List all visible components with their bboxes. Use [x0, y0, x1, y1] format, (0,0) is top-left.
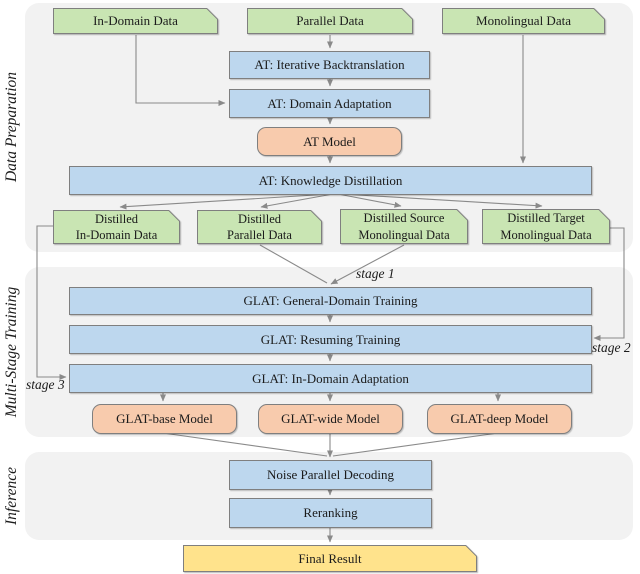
node-label: Noise Parallel Decoding: [266, 467, 395, 483]
node-label: GLAT-deep Model: [450, 411, 549, 427]
node-label: AT: Domain Adaptation: [267, 95, 392, 111]
node-distilled-target-monolingual-data: Distilled Target Monolingual Data: [482, 209, 610, 244]
node-label: Distilled In-Domain Data: [75, 211, 158, 242]
node-glat-wide-model: GLAT-wide Model: [258, 404, 403, 434]
node-label: Monolingual Data: [476, 13, 571, 29]
section-label-data-preparation: Data Preparation: [3, 71, 20, 183]
node-label: AT: Knowledge Distillation: [258, 172, 403, 188]
node-label: Distilled Parallel Data: [227, 211, 292, 242]
node-reranking: Reranking: [229, 498, 432, 528]
section-label-inference: Inference: [3, 467, 20, 525]
node-at-iterative-backtranslation: AT: Iterative Backtranslation: [229, 51, 430, 79]
node-label: AT Model: [303, 133, 356, 149]
node-label: AT: Iterative Backtranslation: [254, 57, 405, 73]
node-at-model: AT Model: [257, 127, 402, 156]
notched-box-shape: [53, 210, 180, 244]
node-glat-in-domain-adaptation: GLAT: In-Domain Adaptation: [69, 364, 592, 393]
section-label-multi-stage-training: Multi-Stage Training: [3, 286, 20, 418]
node-label: GLAT: Resuming Training: [260, 331, 401, 347]
node-distilled-parallel-data: Distilled Parallel Data: [197, 210, 322, 244]
node-distilled-in-domain-data: Distilled In-Domain Data: [53, 210, 180, 244]
node-in-domain-data: In-Domain Data: [53, 8, 218, 34]
stage-1-label: stage 1: [356, 266, 395, 281]
stage-2-label: stage 2: [592, 340, 631, 355]
node-label: Parallel Data: [296, 13, 364, 29]
notched-box-shape: [247, 8, 413, 34]
node-label: GLAT-base Model: [116, 411, 213, 427]
node-label: GLAT: General-Domain Training: [243, 293, 418, 309]
node-label: Distilled Source Monolingual Data: [358, 211, 450, 242]
node-glat-deep-model: GLAT-deep Model: [427, 404, 572, 434]
node-label: GLAT: In-Domain Adaptation: [252, 370, 409, 386]
notched-box-shape: [183, 545, 477, 572]
notched-box-shape: [340, 209, 468, 244]
node-label: In-Domain Data: [93, 13, 178, 29]
node-glat-resuming-training: GLAT: Resuming Training: [69, 325, 592, 354]
node-label: GLAT-wide Model: [281, 411, 380, 427]
node-distilled-source-monolingual-data: Distilled Source Monolingual Data: [340, 209, 468, 244]
notched-box-shape: [197, 210, 322, 244]
node-monolingual-data: Monolingual Data: [442, 8, 605, 34]
node-noise-parallel-decoding: Noise Parallel Decoding: [229, 460, 432, 490]
node-parallel-data: Parallel Data: [247, 8, 413, 34]
node-label: Distilled Target Monolingual Data: [500, 211, 592, 242]
stage-3-label: stage 3: [26, 377, 65, 392]
node-label: Final Result: [298, 550, 362, 566]
node-at-domain-adaptation: AT: Domain Adaptation: [229, 89, 430, 118]
node-glat-general-domain-training: GLAT: General-Domain Training: [69, 287, 592, 315]
node-label: Reranking: [303, 505, 358, 521]
node-glat-base-model: GLAT-base Model: [92, 404, 237, 434]
node-at-knowledge-distillation: AT: Knowledge Distillation: [69, 166, 592, 195]
node-final-result: Final Result: [183, 545, 477, 572]
notched-box-shape: [442, 8, 605, 34]
notched-box-shape: [53, 8, 218, 34]
notched-box-shape: [482, 209, 610, 244]
